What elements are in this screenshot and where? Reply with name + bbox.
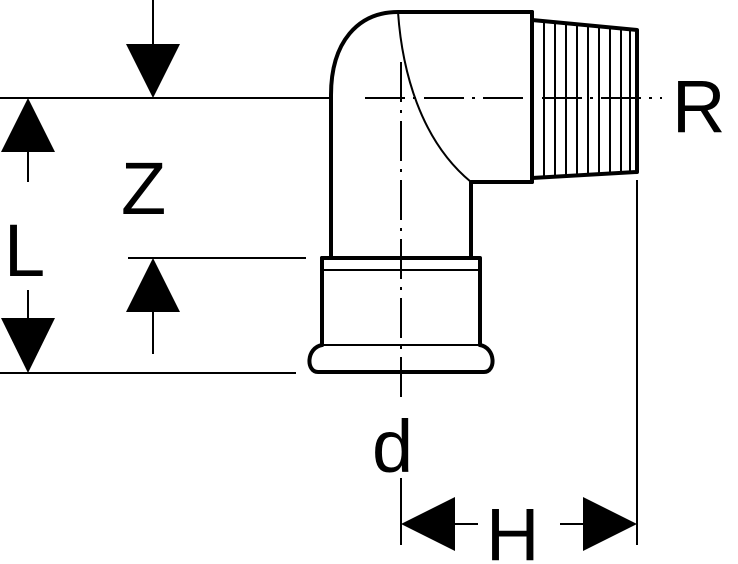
label-h: H (486, 493, 539, 564)
label-d: d (372, 405, 413, 488)
l-bottom-arrow (1, 318, 55, 373)
h-left-arrow (401, 497, 455, 551)
label-r: R (672, 65, 725, 148)
l-top-arrow (1, 98, 55, 152)
extension-lines (0, 97, 638, 545)
elbow-body (329, 10, 534, 260)
h-dimension (401, 497, 637, 551)
h-right-arrow (583, 497, 637, 551)
press-socket (307, 256, 495, 374)
threaded-end (530, 18, 639, 180)
label-z: Z (121, 147, 166, 230)
z-bottom-arrow (126, 258, 180, 312)
label-l: L (4, 209, 45, 292)
l-dimension (1, 98, 55, 373)
z-top-arrow (126, 44, 180, 98)
center-lines (365, 62, 662, 400)
z-dimension (126, 0, 180, 354)
